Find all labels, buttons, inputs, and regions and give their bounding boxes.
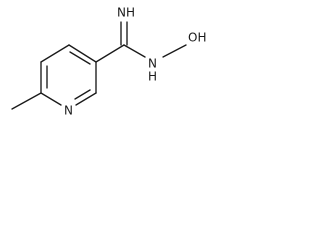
bond-carbon-to-nh [123,44,146,58]
hydroxyl-oh-label: OH [188,31,206,45]
imine-nh-label: NH [117,6,135,20]
ring-bond-c5-c4 [40,44,70,63]
bond-nh-to-oh [162,44,187,58]
ring-nitrogen-label: N [64,104,73,118]
methyl-bond [11,92,42,110]
chemical-structure-diagram: NH N H OH N [11,6,206,118]
ring-double-bond-c4-c3 [69,51,91,65]
bond-ring-to-amidine-carbon [95,44,125,63]
ring-bond-c4-c3 [68,44,97,63]
amide-h-label: H [148,70,157,84]
ring-bond-c2-n1 [75,92,97,106]
ring-double-bond-c2-n1 [74,89,91,100]
amide-n-label: N [148,57,157,71]
ring-bond-n1-c6 [40,92,62,106]
